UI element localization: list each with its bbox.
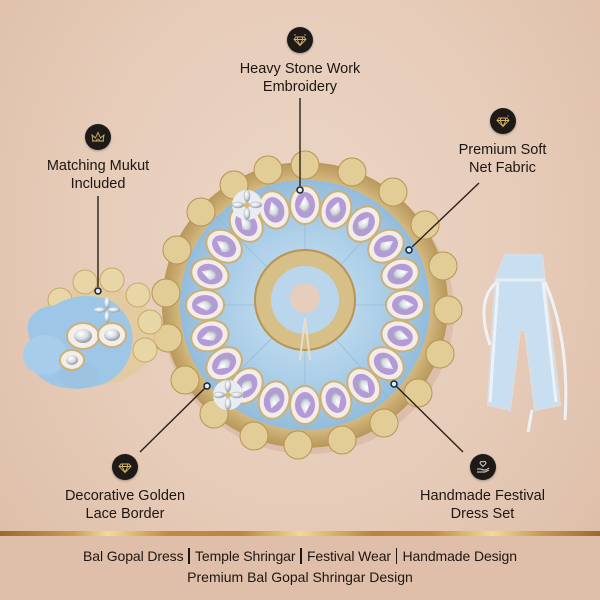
peacock-motifs (185, 185, 425, 425)
trousers (482, 254, 568, 433)
callout-label-line2: Net Fabric (469, 160, 536, 176)
callout-mukut: Matching Mukut Included (23, 124, 173, 193)
diamond-icon (112, 454, 138, 480)
callout-net-fabric: Premium Soft Net Fabric (440, 108, 565, 177)
callout-stone-work: Heavy Stone Work Embroidery (225, 27, 375, 96)
heart-hand-icon (469, 454, 496, 480)
diamond-sparkle-icon (287, 27, 313, 53)
mukut-crown (23, 267, 163, 389)
callout-anchor-dots (94, 186, 413, 390)
crown-icon (85, 124, 111, 150)
gold-divider (0, 531, 600, 536)
callout-label-line2: Embroidery (262, 79, 338, 95)
product-stage: Heavy Stone Work Embroidery Matching Muk… (23, 27, 568, 523)
tag: Temple Shringar (194, 548, 296, 564)
tag: Handmade Design (402, 548, 517, 564)
callout-label-line1: Heavy Stone Work (239, 61, 361, 77)
flower-brooch (212, 379, 244, 411)
line-handmade (395, 385, 464, 453)
line-lace-border (139, 387, 206, 453)
tagline: Premium Bal Gopal Shringar Design (187, 569, 413, 585)
tag-separator (395, 548, 398, 564)
flower-brooch (231, 189, 263, 221)
footer-band (0, 536, 600, 600)
line-net-fabric (411, 182, 480, 248)
callout-label-line2: Lace Border (85, 506, 165, 522)
tie-string (299, 317, 311, 361)
tag: Festival Wear (306, 548, 391, 564)
tag-list: Bal Gopal Dress Temple Shringar Festival W… (0, 548, 600, 564)
callout-handmade: Handmade Festival Dress Set (400, 454, 565, 523)
callout-label-line2: Included (70, 176, 126, 192)
callout-label-line1: Decorative Golden (64, 488, 186, 504)
neck-opening (290, 283, 320, 313)
callout-lines (97, 98, 480, 453)
callout-label-line2: Dress Set (450, 506, 515, 522)
tag-separator (300, 548, 302, 564)
callout-label-line1: Handmade Festival (420, 488, 545, 504)
callout-label-line1: Premium Soft (458, 142, 547, 158)
callout-lace-border: Decorative Golden Lace Border (45, 454, 205, 523)
product-illustration (23, 98, 568, 460)
tag: Bal Gopal Dress (83, 548, 184, 564)
callout-label-line1: Matching Mukut (46, 158, 150, 174)
tag-separator (188, 548, 190, 564)
diamond-icon (489, 108, 516, 134)
